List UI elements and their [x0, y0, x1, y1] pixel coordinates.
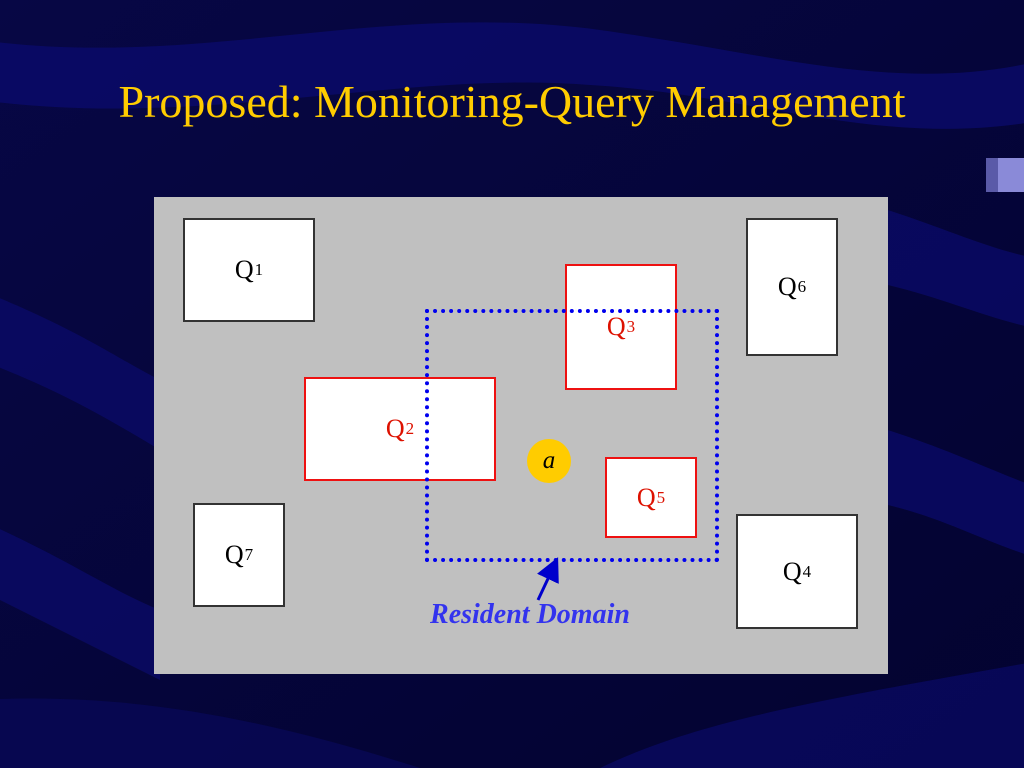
resident-domain-boundary [425, 309, 719, 562]
object-point: a [527, 439, 571, 483]
resident-domain-label: Resident Domain [430, 599, 630, 630]
query-label: Q [385, 414, 405, 443]
query-subscript: 2 [405, 419, 415, 438]
query-subscript: 6 [797, 277, 807, 296]
query-subscript: 3 [626, 317, 636, 336]
slide-title: Proposed: Monitoring-Query Management [118, 76, 906, 127]
query-label: Q [777, 272, 797, 301]
query-label: Q [224, 540, 244, 569]
query-subscript: 5 [656, 487, 666, 507]
query-label: Q [606, 312, 626, 341]
object-point-label: a [542, 447, 556, 474]
query-subscript: 7 [244, 545, 254, 564]
query-label: Q [234, 255, 254, 284]
query-subscript: 1 [254, 260, 264, 279]
query-label: Q [782, 556, 802, 586]
query-label: Q [636, 482, 656, 512]
query-subscript: 4 [802, 561, 812, 581]
